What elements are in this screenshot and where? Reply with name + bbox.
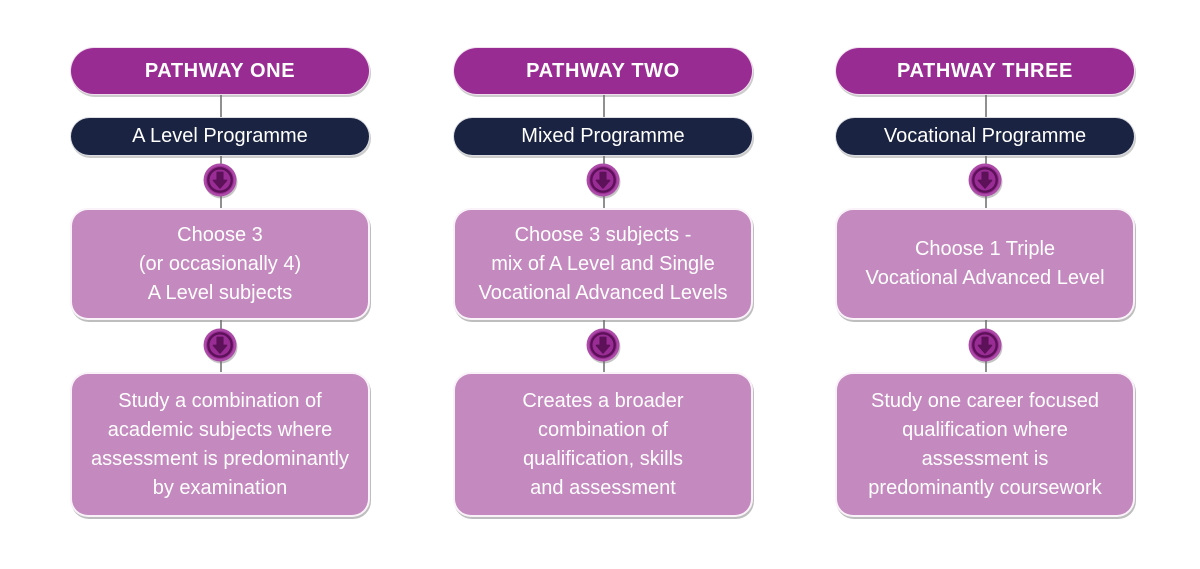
pathway-one-choice-box: Choose 3 (or occasionally 4) A Level sub… <box>70 208 370 320</box>
pathway-one-header: PATHWAY ONE <box>70 47 370 95</box>
pathway-one-column: PATHWAY ONE A Level Programme Choose 3 (… <box>70 47 370 517</box>
down-arrow-badge <box>968 163 1002 197</box>
pathway-one-outcome-box: Study a combination of academic subjects… <box>70 372 370 517</box>
pathway-three-programme-pill: Vocational Programme <box>835 117 1135 156</box>
pathway-three-outcome-box: Study one career focused qualification w… <box>835 372 1135 517</box>
down-arrow-icon <box>968 163 1002 197</box>
down-arrow-badge <box>586 328 620 362</box>
pathway-two-header: PATHWAY TWO <box>453 47 753 95</box>
down-arrow-icon <box>586 163 620 197</box>
down-arrow-icon <box>203 163 237 197</box>
pathway-two-outcome-box: Creates a broader combination of qualifi… <box>453 372 753 517</box>
down-arrow-icon <box>203 328 237 362</box>
down-arrow-badge <box>968 328 1002 362</box>
pathway-three-choice-box: Choose 1 Triple Vocational Advanced Leve… <box>835 208 1135 320</box>
down-arrow-icon <box>968 328 1002 362</box>
pathway-two-column: PATHWAY TWO Mixed Programme Choose 3 sub… <box>453 47 753 517</box>
down-arrow-icon <box>586 328 620 362</box>
pathway-three-header: PATHWAY THREE <box>835 47 1135 95</box>
pathway-two-programme-pill: Mixed Programme <box>453 117 753 156</box>
down-arrow-badge <box>203 163 237 197</box>
pathway-one-programme-pill: A Level Programme <box>70 117 370 156</box>
down-arrow-badge <box>203 328 237 362</box>
down-arrow-badge <box>586 163 620 197</box>
pathway-two-choice-box: Choose 3 subjects - mix of A Level and S… <box>453 208 753 320</box>
pathway-three-column: PATHWAY THREE Vocational Programme Choos… <box>835 47 1135 517</box>
